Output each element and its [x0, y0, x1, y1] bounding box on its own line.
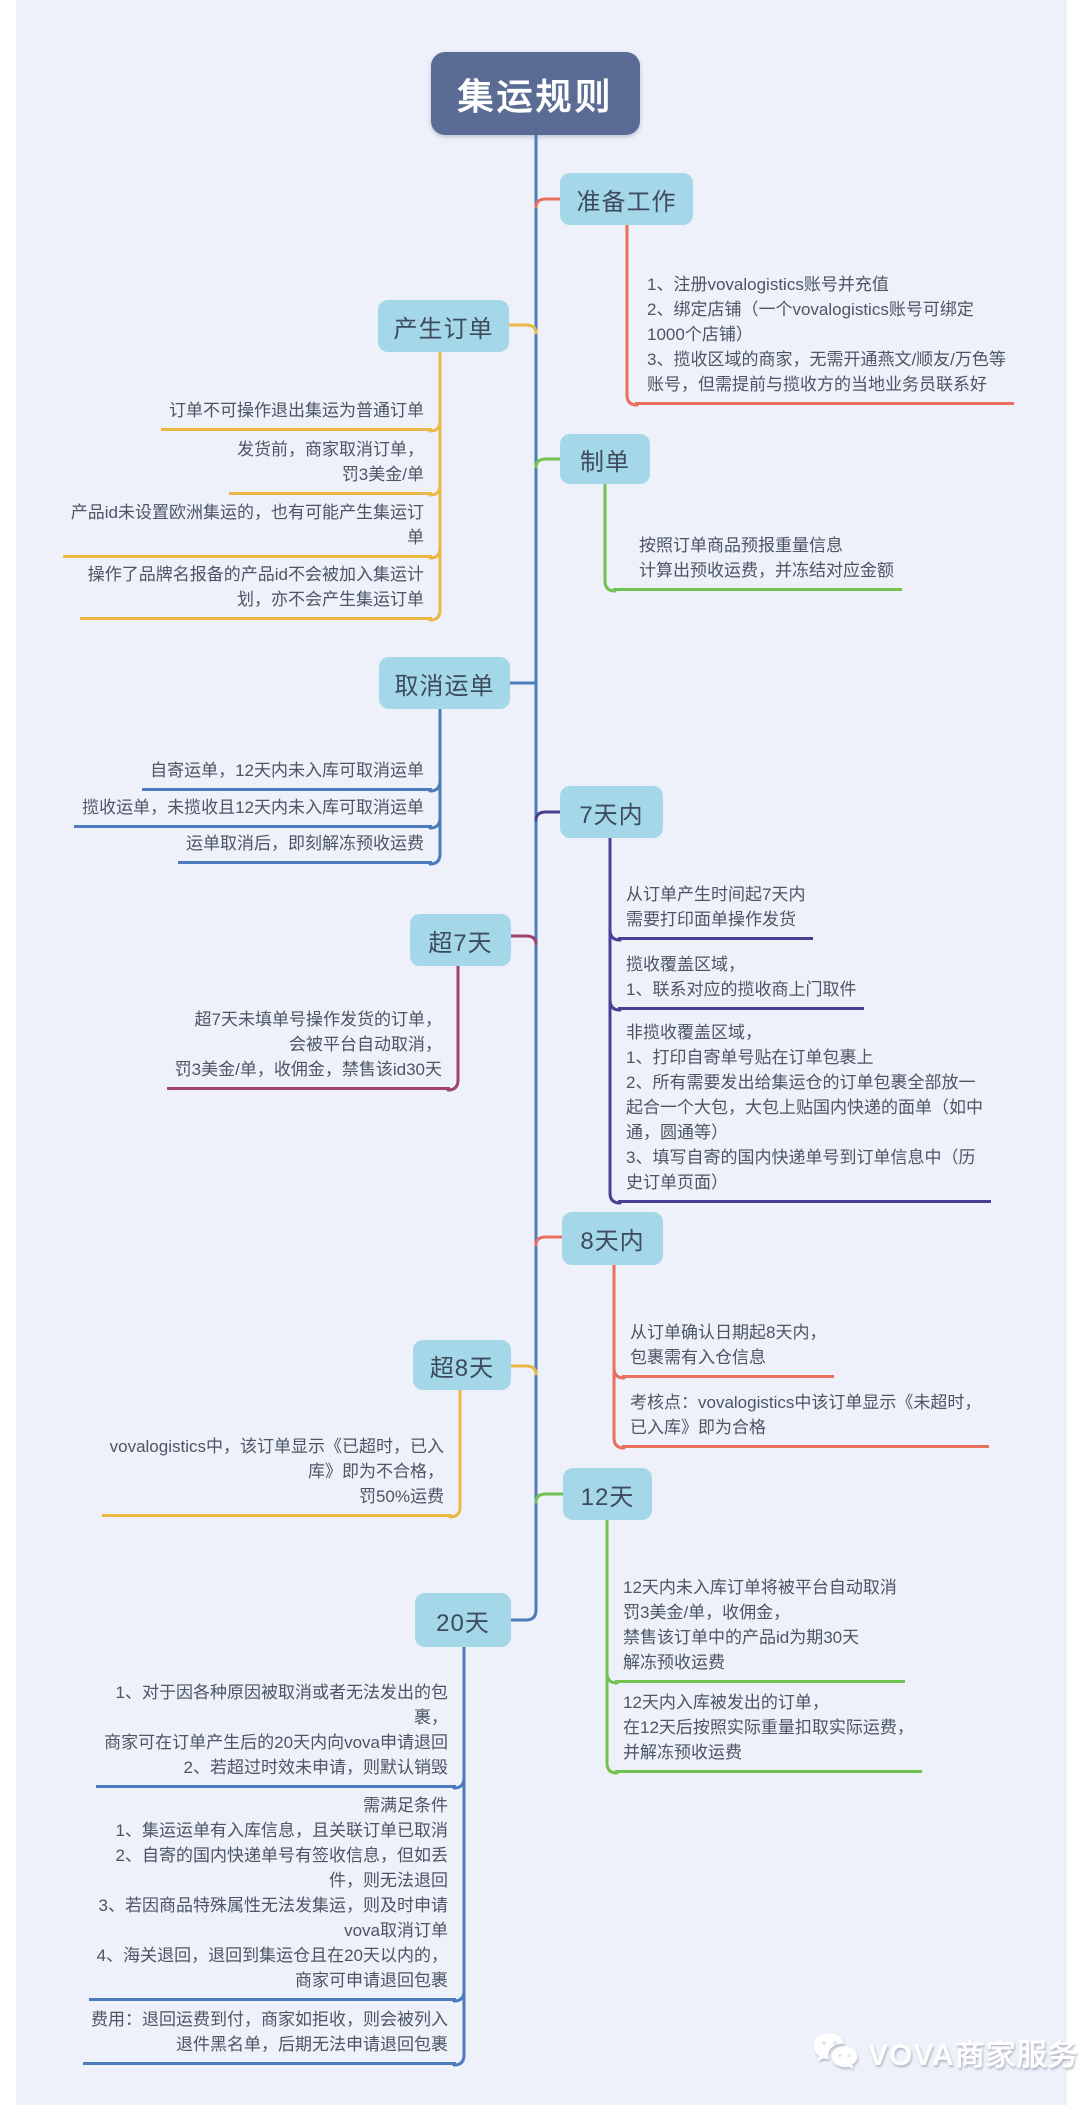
- note-preparation-steps[interactable]: 1、注册vovalogistics账号并充值 2、绑定店铺（一个vovalogi…: [635, 272, 1014, 405]
- note-20days-return-apply[interactable]: 1、对于因各种原因被取消或者无法发出的包 裹， 商家可在订单产生后的20天内向v…: [96, 1680, 456, 1788]
- topic-box-over-7-days[interactable]: 超7天: [410, 914, 511, 966]
- topic-box-order-created[interactable]: 产生订单: [378, 300, 509, 352]
- note-12days-auto-cancel[interactable]: 12天内未入库订单将被平台自动取消 罚3美金/单，收佣金， 禁售该订单中的产品i…: [615, 1575, 905, 1683]
- note-billing-freight[interactable]: 按照订单商品预报重量信息 计算出预收运费，并冻结对应金额: [613, 533, 902, 591]
- note-12days-actual-freight[interactable]: 12天内入库被发出的订单， 在12天后按照实际重量扣取实际运费， 并解冻预收运费: [615, 1690, 922, 1773]
- note-cancel-pickup[interactable]: 揽收运单，未揽收且12天内未入库可取消运单: [74, 795, 432, 828]
- note-order-eu-id[interactable]: 产品id未设置欧洲集运的，也有可能产生集运订 单: [62, 500, 432, 558]
- note-cancel-unfreeze[interactable]: 运单取消后，即刻解冻预收运费: [178, 831, 432, 864]
- topic-box-12-days[interactable]: 12天: [563, 1468, 652, 1520]
- watermark: VOVA商家服务: [812, 2030, 1079, 2074]
- topic-box-billing[interactable]: 制单: [560, 434, 650, 484]
- topic-box-within-8-days[interactable]: 8天内: [562, 1212, 663, 1265]
- note-20days-fees[interactable]: 费用：退回运费到付，商家如拒收，则会被列入 退件黑名单，后期无法申请退回包裹: [83, 2007, 456, 2065]
- note-over8-penalty[interactable]: vovalogistics中，该订单显示《已超时，已入 库》即为不合格， 罚50…: [101, 1434, 452, 1517]
- topic-box-over-8-days[interactable]: 超8天: [413, 1340, 511, 1390]
- topic-box-cancel-waybill[interactable]: 取消运单: [379, 657, 510, 709]
- topic-box-preparation[interactable]: 准备工作: [560, 173, 693, 225]
- note-order-no-exit[interactable]: 订单不可操作退出集运为普通订单: [161, 398, 432, 431]
- note-cancel-self-send[interactable]: 自寄运单，12天内未入库可取消运单: [142, 758, 432, 791]
- trunk-line: [509, 131, 538, 1622]
- topic-box-within-7-days[interactable]: 7天内: [560, 786, 663, 838]
- topic-box-20-days[interactable]: 20天: [415, 1593, 511, 1647]
- right-margin: [1067, 0, 1080, 2105]
- note-7days-non-pickup-area[interactable]: 非揽收覆盖区域， 1、打印自寄单号贴在订单包裹上 2、所有需要发出给集运仓的订单…: [618, 1020, 991, 1203]
- note-over7-penalty[interactable]: 超7天未填单号操作发货的订单， 会被平台自动取消， 罚3美金/单，收佣金，禁售该…: [166, 1007, 450, 1090]
- wechat-icon: [813, 2033, 858, 2069]
- note-8days-assessment[interactable]: 考核点：vovalogistics中该订单显示《未超时， 已入库》即为合格: [622, 1390, 990, 1448]
- left-margin: [0, 0, 16, 2105]
- note-8days-warehouse-info[interactable]: 从订单确认日期起8天内， 包裹需有入仓信息: [622, 1320, 835, 1378]
- note-20days-conditions[interactable]: 需满足条件 1、集运运单有入库信息，且关联订单已取消 2、自寄的国内快递单号有签…: [88, 1793, 456, 2001]
- note-order-brand-id[interactable]: 操作了品牌名报备的产品id不会被加入集运计 划，亦不会产生集运订单: [79, 562, 432, 620]
- note-7days-pickup-area[interactable]: 揽收覆盖区域， 1、联系对应的揽收商上门取件: [618, 952, 865, 1010]
- watermark-label: VOVA商家服务: [868, 2039, 1079, 2072]
- root-node-title[interactable]: 集运规则: [431, 52, 640, 135]
- note-7days-print-label[interactable]: 从订单产生时间起7天内 需要打印面单操作发货: [618, 882, 814, 940]
- note-order-cancel-penalty[interactable]: 发货前，商家取消订单， 罚3美金/单: [229, 437, 432, 495]
